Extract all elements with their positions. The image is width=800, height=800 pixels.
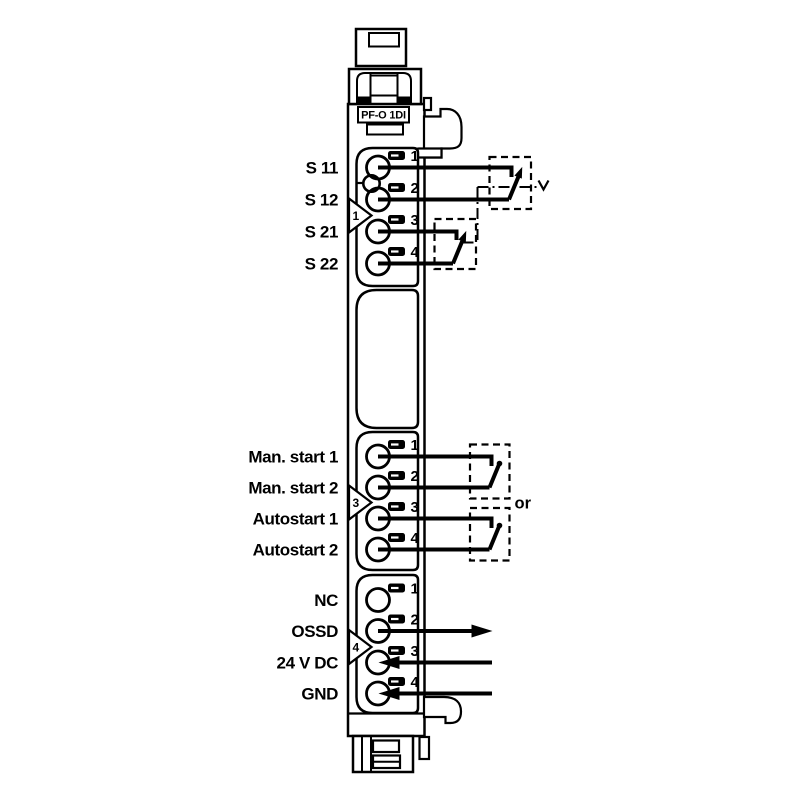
terminal-group-3: 3 1 2 3 4 Man. start 1 Man. start 2 Auto… [248,430,532,572]
latch-dark-left [357,96,371,104]
group3-leds [388,440,405,542]
terminal-number: 3 [411,212,419,229]
arrowhead-right [471,624,493,638]
signal-label: Autostart 2 [253,541,338,560]
foot-slot-1 [371,739,401,754]
manual-start-contact [378,443,511,500]
signal-label: Man. start 2 [248,479,338,498]
signal-label: S 11 [306,159,338,178]
signal-label: S 22 [305,255,338,274]
group1-marker-flag [347,196,374,235]
top-side-protrusion [422,96,433,112]
signal-label: S 21 [305,223,338,242]
bottom-side-protrusion [418,735,431,761]
bottom-mounting-hook [422,695,463,725]
terminal-number: 2 [411,468,419,485]
wire-autostart-1 [378,516,494,528]
wire-man-start-1 [378,454,494,466]
din-rail-foot [351,734,415,774]
blade-arrowhead [514,166,523,179]
terminal [365,587,391,613]
group4-marker-flag [347,627,374,667]
signal-label: S 12 [305,191,338,210]
terminal-number: 4 [411,674,420,691]
group3-marker-flag [347,483,374,522]
contact-blade [487,525,501,551]
module-label-window [366,123,404,136]
terminal-number: 1 [411,581,419,598]
terminal-number: 4 [411,530,420,547]
latch-dark-right [398,96,411,104]
estop-enclosure-box-1 [488,155,533,211]
terminal-group-1: 1 1 2 3 4 S 11 S 12 S 21 S 22 [305,146,550,288]
signal-label: 24 V DC [277,654,339,673]
arrowhead-left [378,687,400,700]
autostart-contact [378,506,511,562]
blank-block [355,288,420,430]
top-mounting-hook [422,107,463,159]
or-label: or [515,495,532,513]
terminal-number: 3 [411,643,419,660]
supply-24v-arrow [378,656,492,669]
terminal-number: 1 [411,148,419,165]
group4-leds [388,583,405,686]
blade-tip [496,522,503,529]
signal-label: Man. start 1 [248,448,338,467]
terminal-number: 1 [411,437,419,454]
module-label-box [357,106,410,124]
wire-s11 [378,165,514,177]
wire-s21 [378,229,459,240]
arrowhead-left [378,656,400,669]
signal-label: NC [314,591,338,610]
pushbutton-box-1 [468,443,511,500]
pushbutton-box-2 [468,506,511,562]
terminal-number: 3 [411,499,419,516]
terminal-number: 2 [411,612,419,629]
group3-marker: 3 [353,496,360,510]
ossd-output-arrow [378,624,493,638]
signal-label: OSSD [291,622,338,641]
group1-leds [388,151,405,256]
signal-label: Autostart 1 [253,510,338,529]
blade-tip [496,460,503,467]
module-label: PF-O 1DI [361,110,406,122]
terminal-number: 2 [411,180,419,197]
group1-marker: 1 [353,209,360,223]
latch-outline [356,72,412,104]
group4-marker: 4 [353,641,360,655]
terminal-group-4: 4 1 2 3 4 NC OSSD 24 V DC GND [277,573,493,715]
contact-blade [451,239,465,265]
terminal-number: 4 [411,244,420,261]
estop-contact-2 [378,217,478,271]
mechanical-link [462,179,550,244]
gnd-arrow [378,687,492,700]
top-tab-notch [368,32,400,48]
estop-actuator-icon [537,179,550,192]
blade-arrowhead [458,230,467,243]
signal-label: GND [301,685,338,704]
contact-blade [487,463,501,489]
release-latch [356,72,412,104]
